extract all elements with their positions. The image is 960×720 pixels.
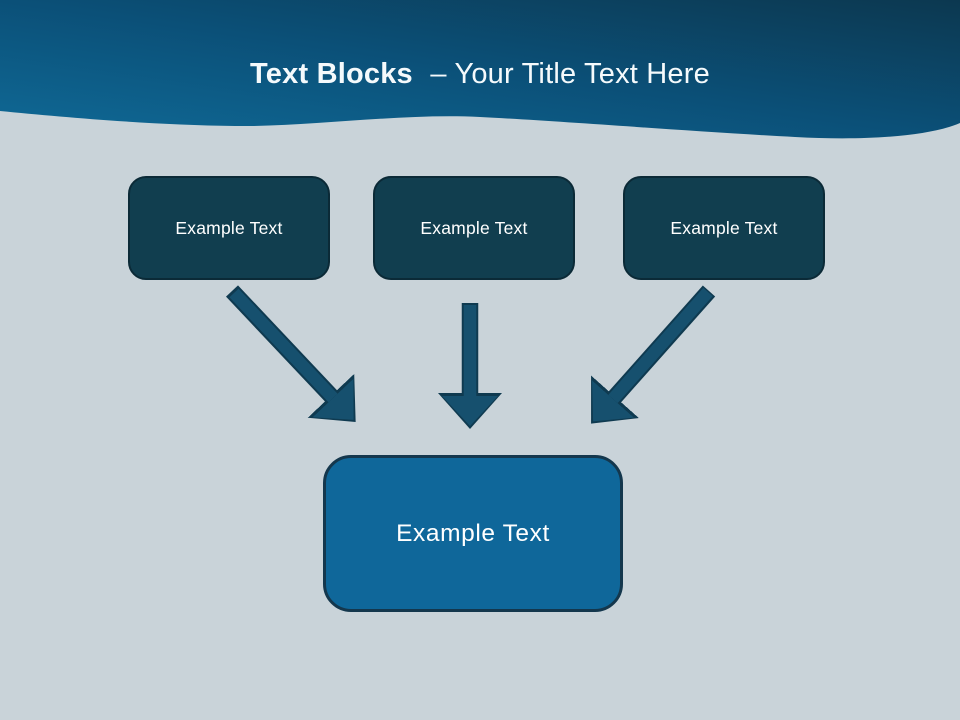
top-box-1: Example Text: [128, 176, 330, 280]
bottom-box-label: Example Text: [396, 519, 550, 547]
bottom-box: Example Text: [323, 455, 623, 612]
slide-title-bold: Text Blocks: [250, 58, 413, 90]
top-box-2: Example Text: [373, 176, 575, 280]
top-box-1-label: Example Text: [175, 217, 283, 238]
slide-title: Text Blocks – Your Title Text Here: [0, 54, 960, 94]
arrow-diagonal-down-left-icon: [591, 285, 716, 424]
header-wave-band: [0, 0, 960, 139]
top-box-3: Example Text: [623, 176, 825, 280]
top-box-3-label: Example Text: [670, 217, 778, 238]
slide-title-rest: – Your Title Text Here: [430, 58, 710, 90]
top-box-2-label: Example Text: [420, 217, 528, 238]
arrow-diagonal-down-right-icon: [226, 285, 356, 422]
